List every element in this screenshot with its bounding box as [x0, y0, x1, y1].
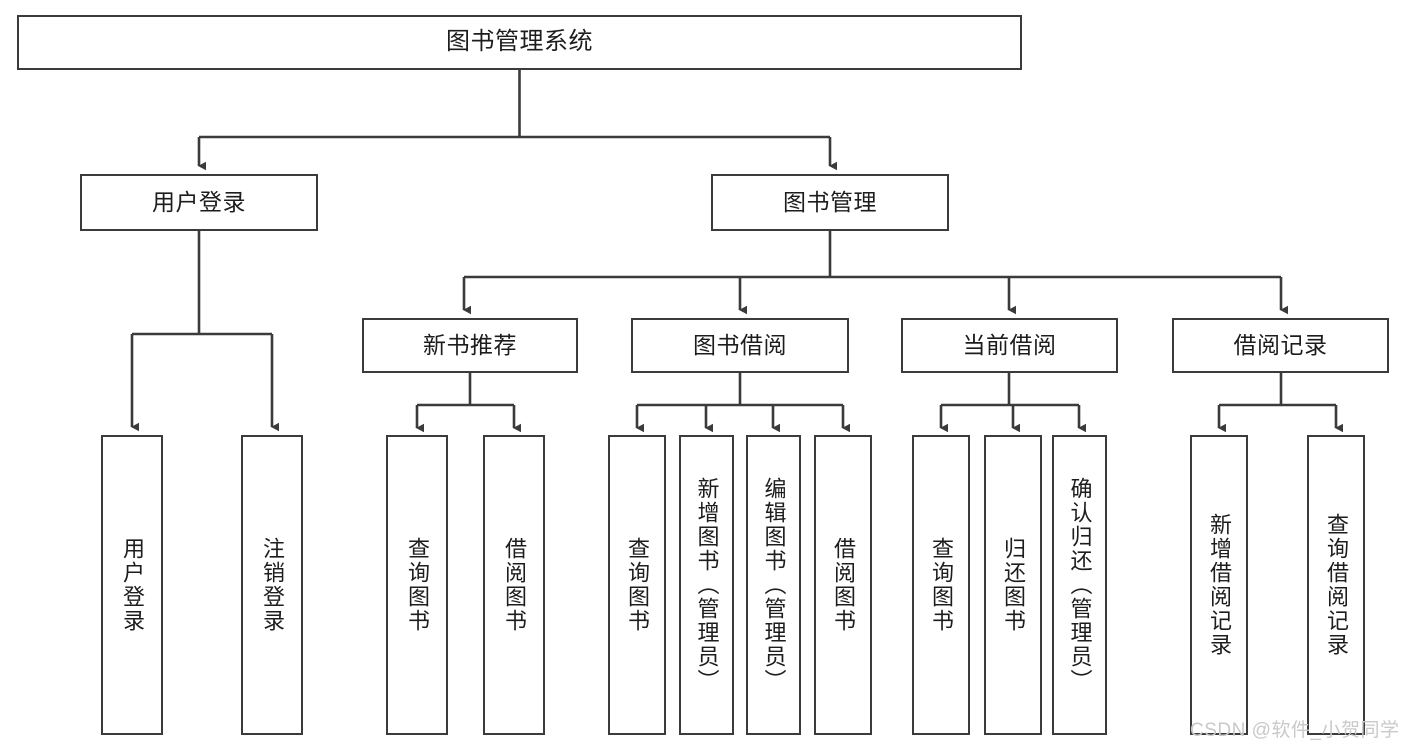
node-leaf-query-record-label: 查询借阅记录: [1323, 513, 1349, 657]
node-leaf-borrow-book-1-label: 借阅图书: [501, 537, 527, 633]
node-current-borrow-label: 当前借阅: [962, 331, 1057, 358]
node-leaf-borrow-book-2[interactable]: 借阅图书: [814, 435, 872, 735]
node-book-borrow-label: 图书借阅: [693, 331, 787, 358]
node-new-book-rec[interactable]: 新书推荐: [362, 318, 578, 373]
node-new-book-rec-label: 新书推荐: [423, 331, 517, 358]
node-leaf-add-record[interactable]: 新增借阅记录: [1190, 435, 1248, 735]
node-leaf-add-book[interactable]: 新增图书（管理员）: [679, 435, 734, 735]
node-current-borrow[interactable]: 当前借阅: [901, 318, 1118, 373]
node-leaf-query-book-3-label: 查询图书: [928, 537, 954, 633]
node-leaf-edit-book-label: 编辑图书（管理员）: [761, 477, 787, 693]
wire-group-borrow-record: [1217, 373, 1344, 433]
wire-group-root: [197, 70, 838, 171]
node-leaf-add-book-label: 新增图书（管理员）: [694, 477, 720, 693]
node-leaf-edit-book[interactable]: 编辑图书（管理员）: [746, 435, 801, 735]
node-leaf-user-login[interactable]: 用户登录: [101, 435, 163, 735]
node-leaf-return-book[interactable]: 归还图书: [984, 435, 1042, 735]
node-book-borrow[interactable]: 图书借阅: [631, 318, 849, 373]
wire-group-book-manage: [462, 231, 1289, 315]
node-leaf-query-book-1[interactable]: 查询图书: [386, 435, 448, 735]
node-user-login-label: 用户登录: [152, 188, 246, 215]
csdn-watermark: CSDN @软件_小贺同学: [1190, 720, 1400, 741]
node-leaf-add-record-label: 新增借阅记录: [1206, 513, 1232, 657]
node-leaf-borrow-book-1[interactable]: 借阅图书: [483, 435, 545, 735]
wire-group-book-borrow: [635, 373, 851, 433]
node-borrow-record[interactable]: 借阅记录: [1172, 318, 1389, 373]
wire-group-current-borrow: [939, 373, 1087, 433]
node-borrow-record-label: 借阅记录: [1233, 331, 1328, 358]
node-leaf-return-book-label: 归还图书: [1000, 537, 1026, 633]
node-leaf-confirm-return-label: 确认归还（管理员）: [1067, 477, 1093, 693]
node-leaf-user-logout[interactable]: 注销登录: [241, 435, 303, 735]
node-leaf-user-login-label: 用户登录: [119, 537, 145, 633]
node-leaf-query-book-1-label: 查询图书: [404, 537, 430, 633]
node-leaf-query-book-3[interactable]: 查询图书: [912, 435, 970, 735]
node-user-login[interactable]: 用户登录: [80, 174, 318, 231]
node-root[interactable]: 图书管理系统: [17, 15, 1022, 70]
wire-group-user-login: [130, 231, 280, 432]
node-leaf-query-book-2-label: 查询图书: [624, 537, 650, 633]
node-leaf-user-logout-label: 注销登录: [259, 537, 285, 633]
node-book-manage-label: 图书管理: [783, 188, 877, 215]
node-leaf-query-book-2[interactable]: 查询图书: [608, 435, 666, 735]
wire-group-new-book-rec: [415, 373, 522, 433]
node-leaf-query-record[interactable]: 查询借阅记录: [1307, 435, 1365, 735]
node-leaf-borrow-book-2-label: 借阅图书: [830, 537, 856, 633]
node-book-manage[interactable]: 图书管理: [711, 174, 949, 231]
node-root-label: 图书管理系统: [446, 28, 593, 56]
node-leaf-confirm-return[interactable]: 确认归还（管理员）: [1052, 435, 1107, 735]
